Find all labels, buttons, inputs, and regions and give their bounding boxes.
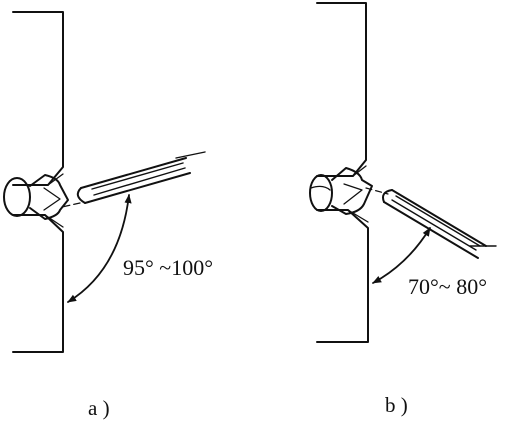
arc-cone-b (331, 167, 373, 215)
panel-a (3, 11, 206, 353)
electrode-b (382, 189, 497, 259)
lower-plate-a (12, 214, 64, 353)
angle-arc-b (372, 227, 431, 284)
weld-pool-a (3, 177, 31, 217)
weld-pool-b (309, 174, 333, 212)
upper-plate-a (12, 11, 64, 186)
upper-plate-b (316, 2, 367, 177)
caption-a: a ) (88, 396, 110, 420)
electrode-axis-b (365, 187, 389, 195)
panel-b (309, 2, 497, 343)
angle-label-b: 70°~ 80° (408, 274, 487, 299)
arc-cone-a (29, 174, 69, 220)
angle-arc-a (67, 194, 132, 303)
lower-plate-b (316, 209, 369, 343)
angle-label-a: 95° ~100° (123, 255, 213, 280)
electrode-a (76, 151, 206, 204)
caption-b: b ) (385, 393, 408, 417)
